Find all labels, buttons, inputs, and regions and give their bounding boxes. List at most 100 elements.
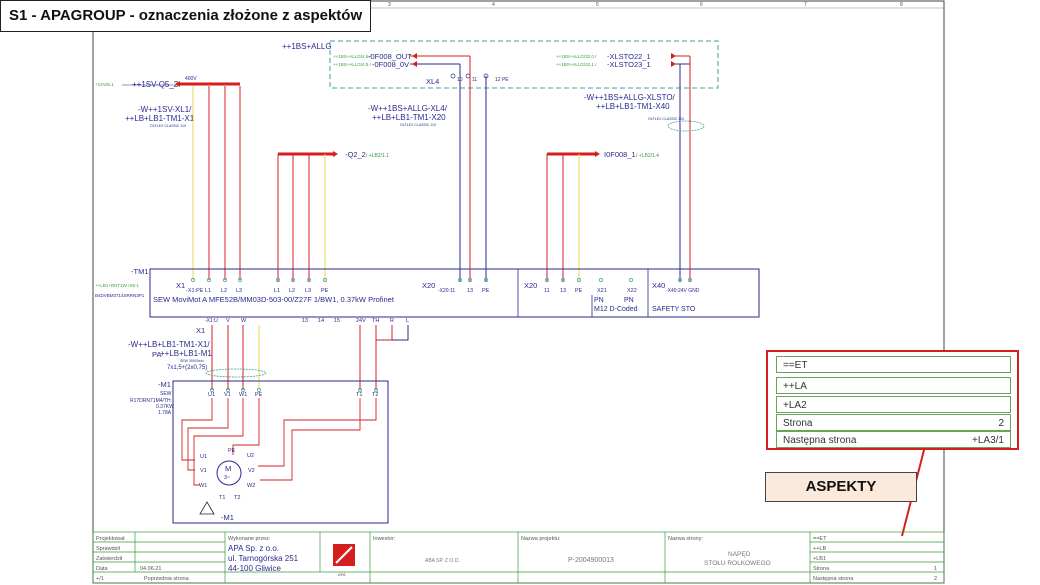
pin-marker: [207, 278, 211, 282]
ruler-col: 4: [492, 2, 495, 8]
company-logo-text: APA: [338, 572, 346, 577]
m1-current: 1.78A: [158, 410, 172, 416]
x20-label: X20: [524, 281, 537, 290]
pin-label: L: [406, 318, 409, 324]
pin-marker: [226, 388, 230, 392]
m1-mfr: SEW: [160, 391, 172, 397]
tb-label: Wykonane przez:: [228, 536, 271, 542]
allg-block: [329, 40, 719, 89]
m1-type: R17DRN71M4/TH: [130, 398, 171, 404]
tb-aspect-value: 1: [934, 566, 937, 572]
pin-marker: [545, 278, 549, 282]
i0f-ref: / +LB2/1.4: [636, 153, 659, 159]
tb-label: Nazwa strony:: [668, 536, 703, 542]
wire: [392, 325, 409, 341]
pin-label: 14: [318, 318, 324, 324]
cable-label: ++LB+LB1-M1: [160, 349, 212, 358]
pin-marker: [678, 278, 682, 282]
page-name-1: NAPĘD: [728, 551, 751, 558]
ruler-col: 3: [388, 2, 391, 8]
bus-q5-label: ++1SV-Q5_2: [132, 80, 179, 89]
tb-label: Data: [96, 566, 109, 572]
tb-aspect-value: 2: [934, 576, 937, 582]
aspect-label: +LA2: [783, 400, 807, 411]
x40-label: X40: [652, 281, 665, 290]
page-name-2: STOŁU ROLKOWEGO: [704, 560, 771, 567]
terminal: [465, 73, 471, 79]
tm1-device-box: [149, 268, 760, 318]
ref-small: +1SV/6.1: [95, 82, 114, 87]
ruler-col: 8: [900, 2, 903, 8]
pin-label: 15: [334, 318, 340, 324]
aspect-label: ++LA: [783, 381, 807, 392]
tb-label: Nazwa projektu:: [521, 536, 561, 542]
motor-letter: M: [225, 464, 231, 473]
pin-label: 24V: [356, 318, 366, 324]
bus-arrow: [412, 53, 417, 59]
cable-label: ++LB+LB1-TM1-X1: [125, 114, 195, 123]
pin-marker: [577, 278, 581, 282]
tb-value: 04.06.21: [140, 566, 161, 572]
pin-marker: [210, 388, 214, 392]
pin-label: -X40:24V GND: [666, 288, 700, 294]
pin-label: L1: [205, 288, 211, 294]
cable-small: SEW 39000xxx: [180, 359, 204, 363]
xl4-label: XL4: [426, 77, 439, 86]
pin-label: 13: [467, 288, 473, 294]
aspect-label: Następna strona: [783, 435, 857, 446]
winding-label: U2: [247, 453, 254, 459]
pin-label: X21: [597, 288, 607, 294]
pin-marker: [276, 278, 280, 282]
company-logo-mark: [335, 546, 353, 564]
pin-marker: [191, 278, 195, 282]
pin-marker: [238, 278, 242, 282]
allg-ref: ++1BS+ALLG/4.5 /: [333, 62, 372, 67]
pin-label: PE: [482, 288, 490, 294]
pin-label: 13: [560, 288, 566, 294]
m1-bottom-tag: -M1: [221, 513, 234, 522]
title-block-frame: [92, 531, 945, 584]
xlsto23-label: -XLSTO23_1: [607, 60, 651, 69]
allg-ref: ++1BS+ALLG/32.0 /: [556, 54, 597, 59]
pin-label: -X20:11: [438, 288, 455, 294]
ruler-col: 7: [804, 2, 807, 8]
x1-label: X1: [176, 281, 185, 290]
warning-triangle-icon: [199, 501, 215, 515]
allg-ov-label: -0F008_0V: [372, 60, 409, 69]
project-number: P-2004900013: [568, 557, 614, 564]
tb-label: Projektował: [96, 536, 125, 542]
safety-label: SAFETY STO: [652, 306, 696, 313]
bus-arrow: [595, 151, 600, 157]
pin-marker: [323, 278, 327, 282]
pin-marker: [484, 278, 488, 282]
tb-label: +/1: [96, 576, 104, 582]
tb-label: Sprawdził: [96, 546, 121, 552]
q2-ref: / +LB2/1.1: [366, 153, 389, 159]
winding-label: V2: [248, 468, 255, 474]
pin-marker: [688, 278, 692, 282]
slide-title: S1 - APAGROUP - oznaczenia złożone z asp…: [0, 0, 372, 32]
aspect-row: ++LA: [776, 377, 1011, 394]
allg-ref: ++1BS+ALLG/32.1 /: [556, 62, 597, 67]
pin-marker: [291, 278, 295, 282]
tm1-description: SEW MoviMot A MFE52B/MM03D-503-00/Z27F 1…: [153, 295, 395, 304]
pin-label: X22: [627, 288, 637, 294]
pin-marker: [468, 278, 472, 282]
pin-label: L2: [221, 288, 227, 294]
pin-label: L1: [274, 288, 280, 294]
tb-aspect: Następna strona: [813, 576, 854, 582]
tb-label: Inwestor:: [373, 536, 396, 542]
pin-label: TH: [372, 318, 379, 324]
aspect-value: +LA3/1: [972, 435, 1004, 446]
m1-power: 0.37KW: [156, 404, 174, 410]
bus-arrow: [175, 81, 180, 87]
company-name: APA Sp. z o.o.: [228, 544, 279, 553]
m1-pin: T1: [356, 392, 362, 398]
winding-label: T2: [234, 495, 240, 501]
bus-arrow: [412, 61, 417, 67]
cable-spec: 7x1,5+(2x0,75): [167, 365, 207, 371]
aspect-label: Strona: [783, 418, 813, 429]
bus-arrow: [333, 151, 338, 157]
